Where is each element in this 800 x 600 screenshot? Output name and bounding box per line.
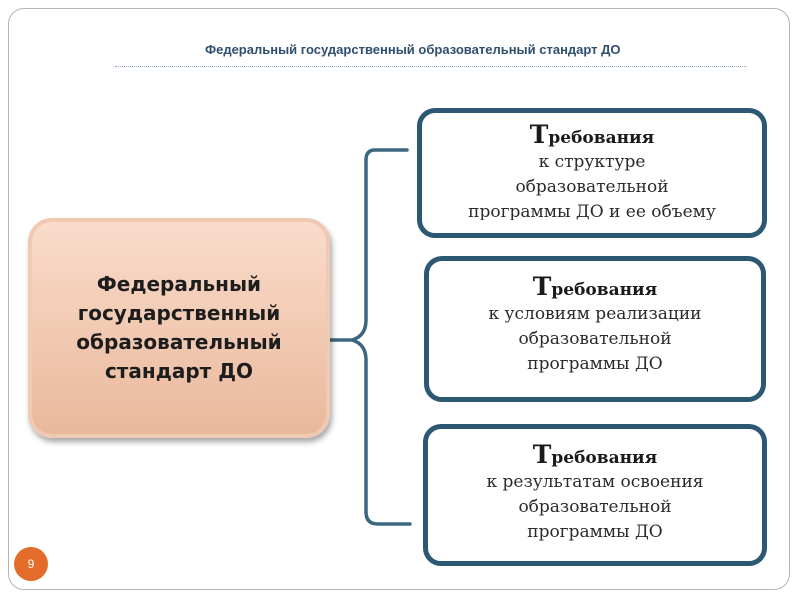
requirement-box-conditions: Требования к условиям реализации образов…: [424, 256, 766, 402]
heading-initial: Т: [532, 440, 552, 469]
slide-title: Федеральный государственный образователь…: [205, 42, 621, 57]
main-standard-box: Федеральный государственный образователь…: [28, 218, 330, 438]
main-line: государственный: [77, 301, 281, 325]
requirement-line: образовательной: [515, 177, 669, 197]
requirement-line: к структуре: [538, 152, 646, 172]
main-standard-label: Федеральный государственный образователь…: [76, 270, 281, 386]
requirement-line: к результатам освоения: [486, 472, 704, 492]
requirement-box-results: Требования к результатам освоения образо…: [423, 424, 767, 566]
requirement-line: образовательной: [518, 497, 672, 517]
main-line: образовательный: [76, 330, 282, 354]
heading-rest: ребования: [548, 128, 655, 148]
requirement-heading: Требования: [428, 440, 762, 470]
requirement-line: программы ДО: [527, 522, 663, 542]
requirement-line: к условиям реализации: [488, 304, 702, 324]
heading-rest: ребования: [551, 280, 658, 300]
requirement-line: программы ДО и ее объему: [468, 202, 716, 220]
heading-initial: Т: [529, 120, 549, 149]
requirement-heading: Требования: [429, 272, 761, 302]
page-number-badge: 9: [14, 547, 48, 581]
main-line: стандарт ДО: [104, 359, 254, 383]
bracket-path: [323, 148, 412, 526]
requirement-heading: Требования: [422, 120, 762, 150]
main-line: Федеральный: [96, 272, 262, 296]
title-underline: [115, 66, 747, 67]
requirement-line: образовательной: [518, 329, 672, 349]
requirement-line: программы ДО: [527, 354, 663, 374]
heading-rest: ребования: [551, 448, 658, 468]
heading-initial: Т: [532, 272, 552, 301]
requirement-box-structure: Требования к структуре образовательной п…: [417, 108, 767, 238]
